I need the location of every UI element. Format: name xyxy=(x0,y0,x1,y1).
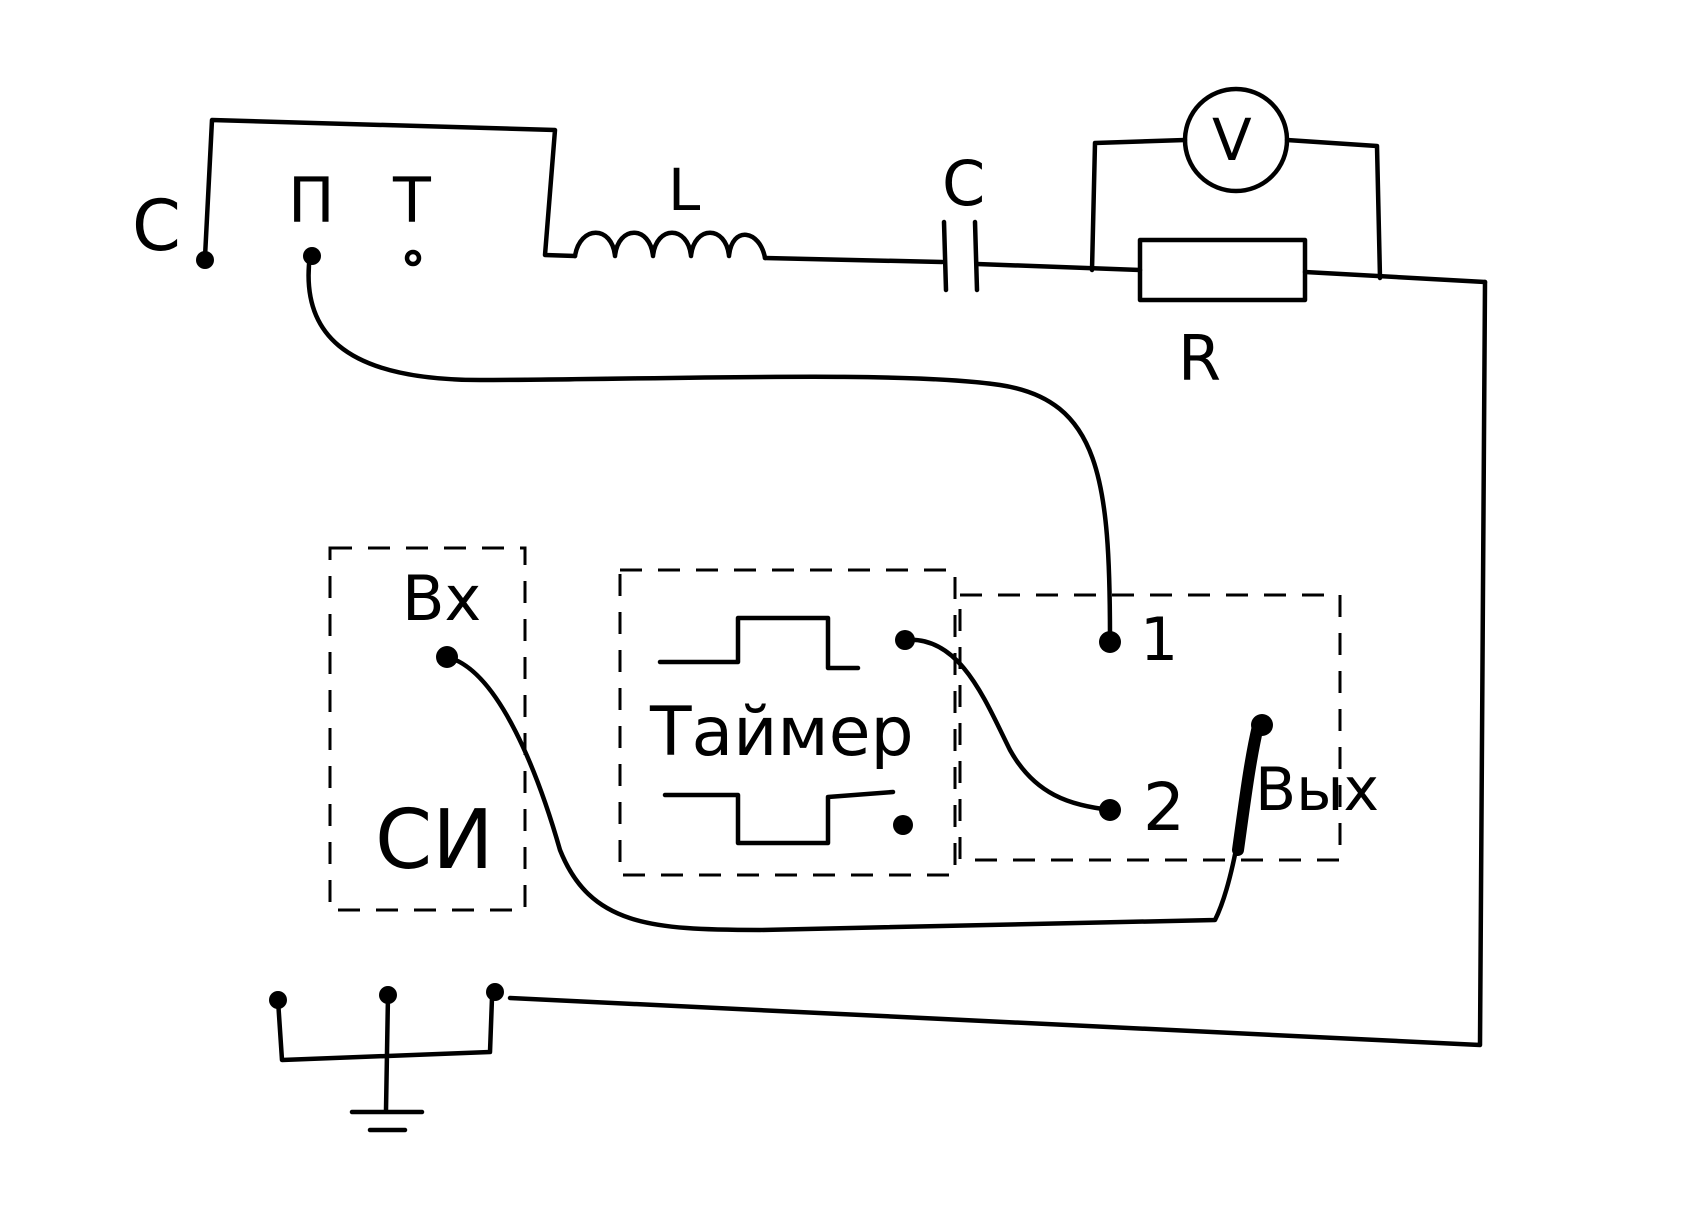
label-pin1: 1 xyxy=(1140,605,1178,675)
label-voltmeter: V xyxy=(1212,106,1252,174)
terminal-c-dot xyxy=(196,251,214,269)
inductor-l xyxy=(572,230,768,261)
label-pin2: 2 xyxy=(1143,769,1185,846)
output-dot xyxy=(1251,714,1273,736)
pulse-low-icon xyxy=(662,789,896,846)
ground-dot-1 xyxy=(269,991,287,1009)
timer-contact-bottom xyxy=(893,815,913,835)
ground-dot-3 xyxy=(486,983,504,1001)
terminal-p-dot xyxy=(303,247,321,265)
ground-dot-2 xyxy=(379,986,397,1004)
label-terminal-p: П xyxy=(288,164,335,237)
timer-block xyxy=(618,568,957,877)
label-output: Вых xyxy=(1255,755,1379,825)
ground-connections xyxy=(275,992,495,1113)
label-capacitor: C xyxy=(942,147,985,220)
wire-r-to-right xyxy=(1302,269,1488,285)
si-block xyxy=(328,546,527,912)
resistor-r xyxy=(1137,237,1308,303)
timer-output-block xyxy=(958,593,1342,862)
label-terminal-t: Т xyxy=(392,164,432,237)
voltmeter-v xyxy=(1182,86,1290,194)
label-resistor: R xyxy=(1178,322,1221,395)
wire-l-to-c xyxy=(762,255,945,265)
label-si: СИ xyxy=(375,793,494,888)
output-terminal xyxy=(1232,720,1264,856)
pin1-dot xyxy=(1099,631,1121,653)
wire-c-to-top xyxy=(202,117,578,260)
wire-c-to-r xyxy=(974,261,1143,273)
label-terminal-c: С xyxy=(132,185,181,267)
wire-p-to-pin1 xyxy=(306,252,1113,643)
voltmeter-branch xyxy=(1089,137,1383,281)
pulse-high-icon xyxy=(657,615,861,671)
ground-icon xyxy=(349,1109,425,1133)
label-si-input: Вх xyxy=(402,562,481,635)
capacitor-c xyxy=(941,219,980,293)
wire-right-return xyxy=(507,279,1488,1048)
label-inductor: L xyxy=(668,156,700,224)
wire-contact-to-pin2 xyxy=(902,637,1113,813)
label-timer: Таймер xyxy=(649,693,914,772)
terminal-t-dot xyxy=(404,249,422,267)
